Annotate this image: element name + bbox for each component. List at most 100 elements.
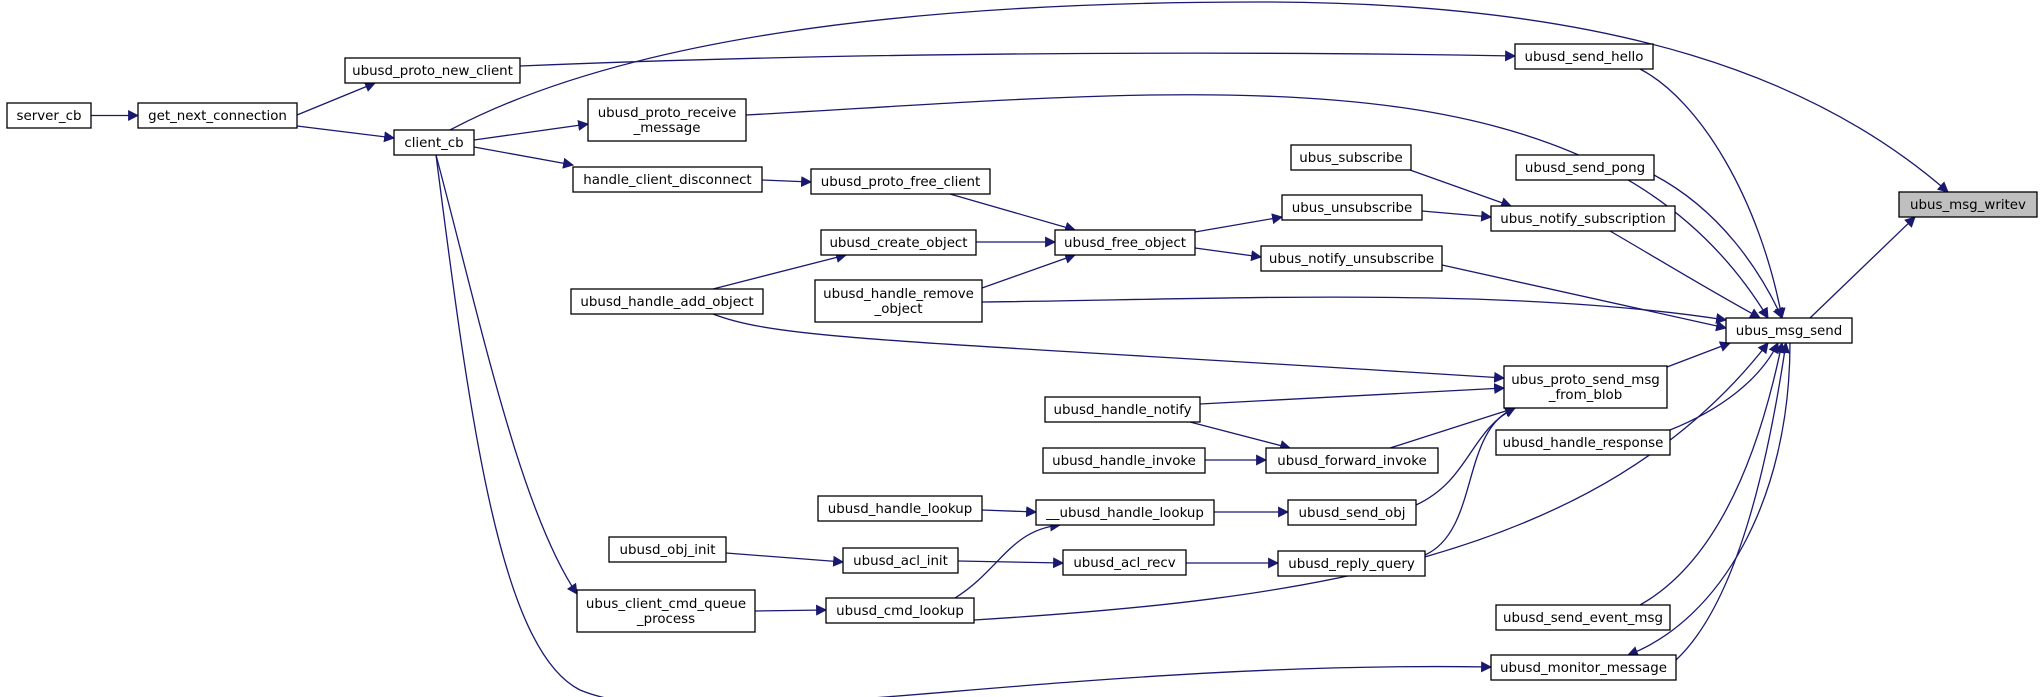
node-label: ubus_subscribe: [1299, 151, 1402, 166]
node-box: [587, 98, 747, 142]
node-ubusd-handle-response[interactable]: ubusd_handle_response: [1495, 429, 1671, 456]
edge-ubusd_proto_free_client-to-ubusd_free_object: [949, 193, 1077, 233]
node-label: ubus_proto_send_msg: [1511, 373, 1660, 388]
node-get-next-connection[interactable]: get_next_connection: [137, 102, 298, 129]
node-ubus-notify-unsubscribe[interactable]: ubus_notify_unsubscribe: [1260, 245, 1443, 272]
node-box: [814, 279, 983, 323]
node-ubus-client-cmd-queue-process[interactable]: ubus_client_cmd_queue_process: [576, 589, 756, 633]
edge-ubusd_forward_invoke-to-ubus_proto_send_msg_from_blob: [1389, 405, 1517, 449]
edge-line: [519, 50, 1517, 67]
node-client-cb[interactable]: client_cb: [393, 129, 475, 156]
node-label: ubusd_handle_notify: [1053, 403, 1191, 418]
node-label: ubusd_monitor_message: [1500, 661, 1667, 676]
node-label: get_next_connection: [148, 109, 287, 124]
edge-ubusd_send_pong-to-ubus_msg_send: [1653, 174, 1783, 319]
node-ubus-notify-subscription[interactable]: ubus_notify_subscription: [1490, 205, 1676, 232]
node-box: [570, 288, 764, 315]
edge-line: [1669, 342, 1779, 431]
edge-line: [973, 342, 1769, 621]
edge-line: [712, 313, 1506, 383]
node-label: ubus_unsubscribe: [1292, 201, 1412, 216]
node-ubusd-proto-free-client[interactable]: ubusd_proto_free_client: [810, 168, 991, 195]
node-ubusd-send-pong[interactable]: ubusd_send_pong: [1515, 154, 1655, 181]
node-ubus-proto-send-msg-from-blob[interactable]: ubus_proto_send_msg_from_blob: [1503, 365, 1668, 409]
edge-ubusd_handle_lookup-to-__ubusd_handle_lookup: [981, 506, 1038, 518]
edge-client_cb-to-ubus_client_cmd_queue_process: [435, 154, 578, 595]
edge-line: [1809, 216, 1916, 319]
edge-client_cb-to-ubus_msg_writev: [449, 1, 1949, 193]
edge-ubus_proto_send_msg_from_blob-to-ubus_msg_send: [1666, 341, 1732, 368]
node-label: _from_blob: [1548, 388, 1622, 403]
edge-ubusd_free_object-to-ubus_notify_unsubscribe: [1194, 247, 1263, 262]
node-ubusd-proto-receive-message[interactable]: ubusd_proto_receive_message: [587, 98, 747, 142]
edge-line: [1194, 247, 1263, 262]
edge-line: [954, 520, 1062, 599]
node-ubusd-send-event-msg[interactable]: ubusd_send_event_msg: [1495, 604, 1671, 631]
edge-line: [1389, 405, 1517, 449]
node-label: ubusd_reply_query: [1288, 557, 1415, 572]
edge-line: [449, 1, 1949, 193]
node-label: ubusd_acl_recv: [1073, 556, 1175, 571]
node-label: ubusd_acl_init: [853, 554, 948, 569]
node-label: ubusd_send_obj: [1299, 506, 1406, 521]
node-box: [608, 536, 727, 563]
edge-line: [1666, 341, 1732, 368]
node-ubusd-handle-remove-object[interactable]: ubusd_handle_remove_object: [814, 279, 983, 323]
edge-line: [1609, 230, 1761, 319]
node-label: ubusd_send_pong: [1525, 161, 1645, 176]
node-ubusd-send-obj[interactable]: ubusd_send_obj: [1287, 499, 1417, 526]
node-box: [1490, 654, 1677, 681]
node-ubusd-monitor-message[interactable]: ubusd_monitor_message: [1490, 654, 1677, 681]
edge-line: [1409, 169, 1513, 208]
node-ubus-unsubscribe[interactable]: ubus_unsubscribe: [1281, 194, 1423, 221]
edge-ubusd_send_hello-to-ubus_msg_send: [1639, 68, 1786, 320]
node-ubusd-cmd-lookup[interactable]: ubusd_cmd_lookup: [825, 597, 975, 624]
node-ubusd-acl-recv[interactable]: ubusd_acl_recv: [1062, 549, 1187, 576]
node---ubusd-handle-lookup[interactable]: __ubusd_handle_lookup: [1035, 499, 1215, 526]
node-label: ubusd_cmd_lookup: [836, 604, 964, 619]
edge-client_cb-to-handle_client_disconnect: [473, 146, 575, 169]
node-ubusd-forward-invoke[interactable]: ubusd_forward_invoke: [1265, 447, 1439, 474]
node-ubus-msg-send[interactable]: ubus_msg_send: [1725, 317, 1853, 344]
node-label: ubusd_send_hello: [1525, 50, 1644, 65]
edge-handle_client_disconnect-to-ubusd_proto_free_client: [761, 176, 813, 188]
edge-line: [712, 252, 848, 290]
node-label: ubusd_create_object: [829, 236, 967, 251]
node-label: ubusd_handle_add_object: [580, 295, 753, 310]
node-box: [842, 547, 959, 574]
node-ubusd-handle-invoke[interactable]: ubusd_handle_invoke: [1042, 447, 1206, 474]
node-handle-client-disconnect[interactable]: handle_client_disconnect: [572, 166, 763, 193]
node-box: [1287, 499, 1417, 526]
node-box: [1495, 429, 1671, 456]
node-ubusd-obj-init[interactable]: ubusd_obj_init: [608, 536, 727, 563]
node-label: __ubusd_handle_lookup: [1045, 506, 1204, 521]
node-box: [1725, 317, 1853, 344]
edge-ubusd_acl_init-to-ubusd_acl_recv: [957, 557, 1065, 569]
edge-line: [981, 506, 1038, 518]
edge-ubus_notify_unsubscribe-to-ubus_msg_send: [1441, 264, 1728, 332]
node-ubusd-acl-init[interactable]: ubusd_acl_init: [842, 547, 959, 574]
node-server-cb[interactable]: server_cb: [6, 102, 92, 129]
edge-ubusd_cmd_lookup-to-ubus_msg_send: [973, 342, 1769, 621]
node-label: client_cb: [404, 136, 463, 151]
edge-line: [1441, 264, 1728, 332]
node-ubusd-handle-lookup[interactable]: ubusd_handle_lookup: [817, 495, 983, 522]
node-label: ubusd_send_event_msg: [1503, 611, 1663, 626]
node-box: [1042, 447, 1206, 474]
node-ubusd-proto-new-client[interactable]: ubusd_proto_new_client: [344, 57, 521, 84]
node-ubus-subscribe[interactable]: ubus_subscribe: [1290, 144, 1412, 171]
edge-line: [1421, 210, 1493, 222]
node-ubusd-handle-notify[interactable]: ubusd_handle_notify: [1044, 396, 1201, 423]
edge-ubus_msg_send-to-ubusd_monitor_message: [1626, 342, 1791, 657]
node-ubusd-free-object[interactable]: ubusd_free_object: [1054, 229, 1196, 256]
node-ubusd-send-hello[interactable]: ubusd_send_hello: [1514, 43, 1654, 70]
node-ubus-msg-writev[interactable]: ubus_msg_writev: [1898, 191, 2038, 218]
edge-line: [949, 193, 1077, 233]
node-ubusd-reply-query[interactable]: ubusd_reply_query: [1277, 550, 1426, 577]
node-ubusd-handle-add-object[interactable]: ubusd_handle_add_object: [570, 288, 764, 315]
node-ubusd-create-object[interactable]: ubusd_create_object: [820, 229, 977, 256]
node-box: [1898, 191, 2038, 218]
edge-line: [435, 154, 1493, 697]
edge-ubusd_cmd_lookup-to-__ubusd_handle_lookup: [954, 520, 1062, 599]
node-label: ubus_notify_unsubscribe: [1269, 252, 1434, 267]
